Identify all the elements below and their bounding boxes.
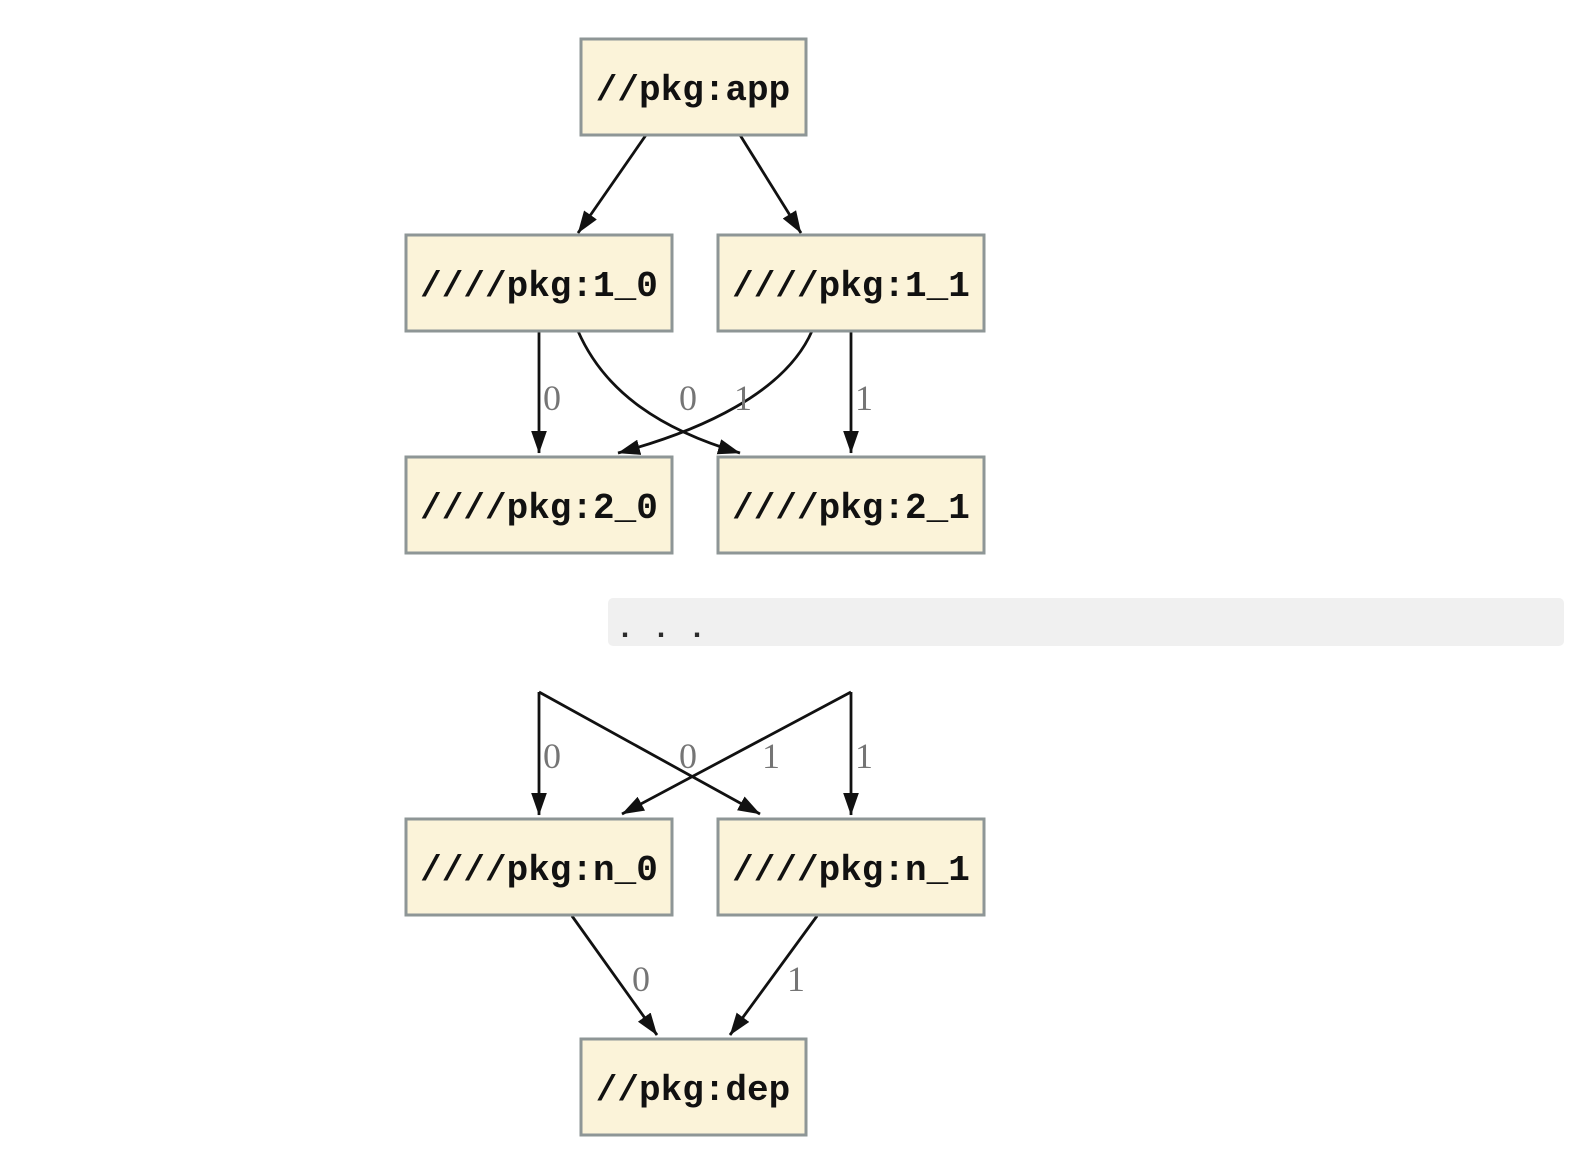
edge-label: 0	[543, 736, 561, 776]
edge-prev-to-n_1: 1	[843, 692, 873, 816]
node-label: ////pkg:1_0	[420, 266, 658, 307]
edge-label: 0	[543, 378, 561, 418]
node-1_1: ////pkg:1_1	[716, 233, 986, 333]
edge-1_0-to-2_1: 1	[576, 330, 752, 455]
node-app: //pkg:app	[579, 37, 808, 137]
edge-label: 0	[632, 959, 650, 999]
edge-n_1-to-dep: 1	[728, 915, 819, 1036]
edge-label: 1	[762, 736, 780, 776]
node-n_0: ////pkg:n_0	[404, 817, 674, 917]
node-label: ////pkg:n_0	[420, 850, 658, 891]
edge-prev-to-n_0: 0	[531, 692, 561, 816]
edge-label: 1	[855, 736, 873, 776]
node-1_0: ////pkg:1_0	[404, 233, 674, 333]
node-n_1: ////pkg:n_1	[716, 817, 986, 917]
node-label: ////pkg:1_1	[732, 266, 970, 307]
node-2_0: ////pkg:2_0	[404, 455, 674, 555]
node-label: ////pkg:n_1	[732, 850, 970, 891]
edge-label: 0	[679, 378, 697, 418]
node-dep: //pkg:dep	[579, 1037, 808, 1137]
edge-n_0-to-dep: 0	[570, 915, 659, 1036]
edge-app-to-1_1	[738, 134, 803, 234]
node-label: //pkg:app	[596, 70, 790, 111]
edge-1_0-to-2_0: 0	[531, 331, 561, 454]
node-label: //pkg:dep	[596, 1070, 790, 1111]
node-2_1: ////pkg:2_1	[716, 455, 986, 555]
edge-label: 1	[787, 959, 805, 999]
edge-label: 0	[679, 736, 697, 776]
edge-app-to-1_0	[576, 134, 648, 234]
edge-label: 1	[734, 378, 752, 418]
edge-label: 1	[855, 378, 873, 418]
ellipsis-band: . . .	[608, 598, 1564, 647]
edge-prev-cross-to-n_0: 0	[621, 690, 852, 816]
edge-1_1-to-2_0: 0	[617, 330, 814, 455]
edge-1_1-to-2_1: 1	[843, 331, 873, 454]
node-label: ////pkg:2_1	[732, 488, 970, 529]
edge-prev-cross-to-n_1: 1	[538, 690, 780, 816]
node-label: ////pkg:2_0	[420, 488, 658, 529]
ellipsis-dots: . . .	[616, 613, 706, 647]
